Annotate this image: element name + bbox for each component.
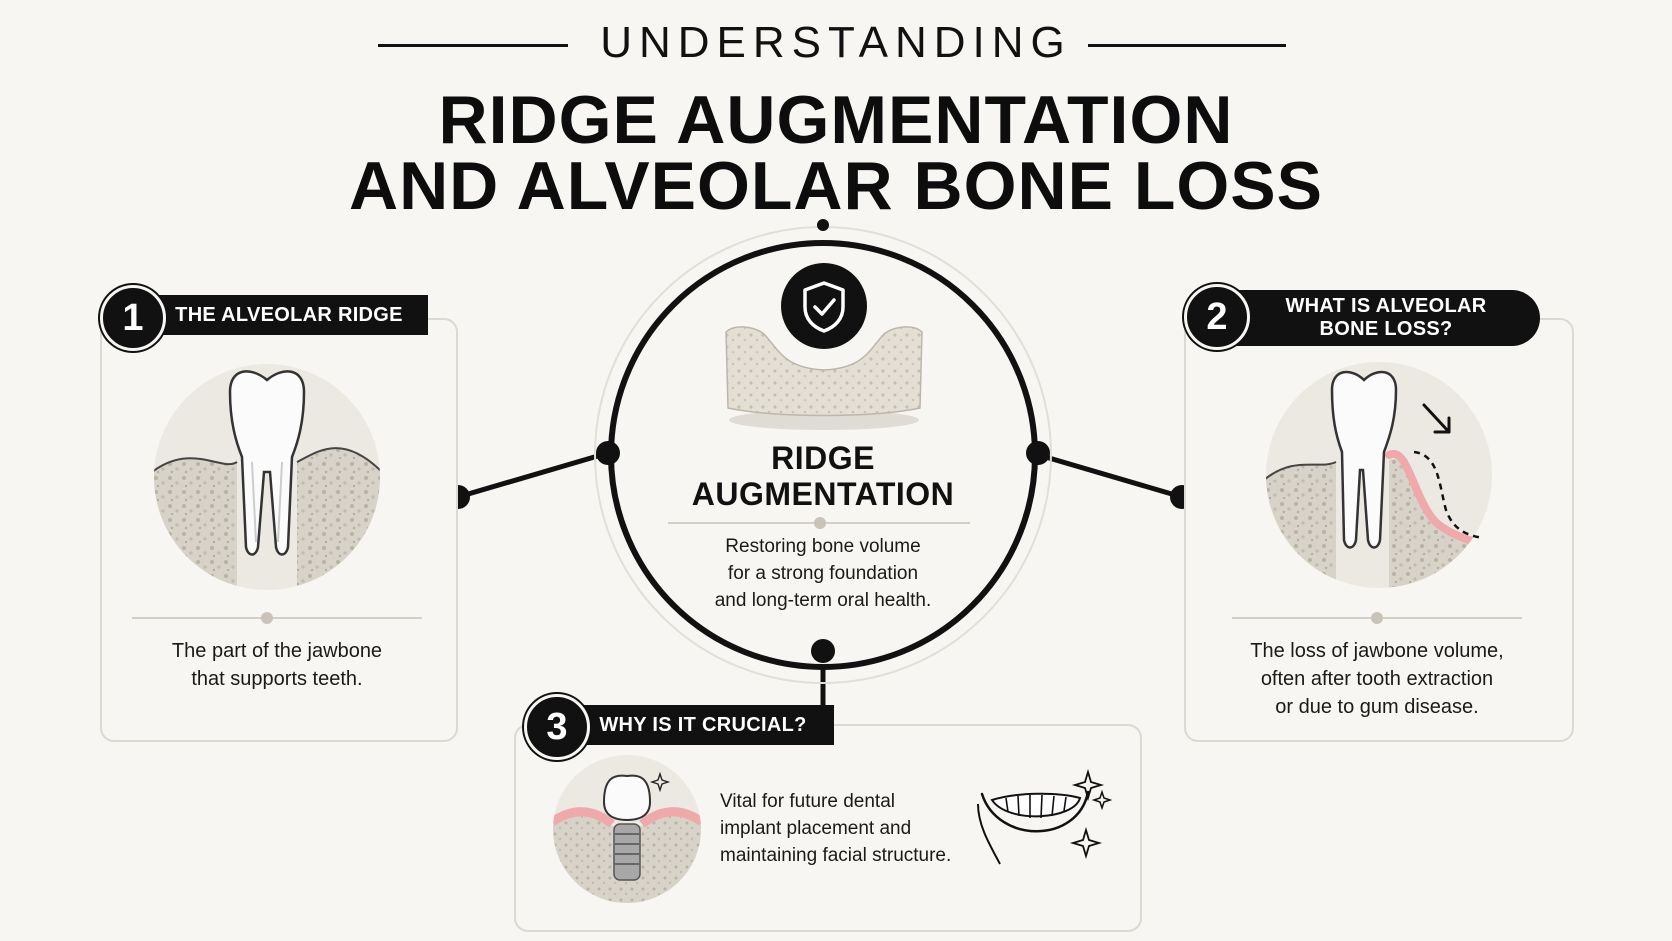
center-desc-line2: for a strong foundation — [727, 563, 919, 584]
shield-check-icon — [803, 281, 845, 333]
card2-title-line1: WHAT IS ALVEOLAR — [1285, 295, 1487, 317]
card1-desc-line1: The part of the jawbone — [171, 640, 383, 662]
smile-icon — [977, 768, 1113, 865]
card3-title: WHY IS IT CRUCIAL? — [572, 705, 834, 745]
card3-desc-line3: maintaining facial structure. — [720, 845, 952, 866]
center-title-line1: RIDGE — [771, 440, 875, 476]
center-desc-line1: Restoring bone volume — [725, 536, 921, 557]
center-description: Restoring bone volume for a strong found… — [653, 533, 993, 614]
page-title-line1: RIDGE AUGMENTATION — [438, 82, 1234, 158]
page-title-line2: AND ALVEOLAR BONE LOSS — [348, 148, 1324, 224]
dental-implant-icon — [553, 755, 701, 903]
bone-loss-icon — [1266, 362, 1492, 588]
card1-title: THE ALVEOLAR RIDGE — [150, 295, 428, 335]
center-title-line2: AUGMENTATION — [691, 476, 955, 512]
tooth-in-bone-icon — [154, 364, 380, 590]
card2-desc-line3: or due to gum disease. — [1275, 696, 1479, 718]
card2-desc-line2: often after tooth extraction — [1260, 668, 1494, 690]
card3-desc-line1: Vital for future dental — [720, 791, 895, 812]
card3-number: 3 — [524, 694, 590, 760]
header-kicker: UNDERSTANDING — [600, 18, 1072, 67]
card1-divider — [132, 617, 422, 619]
card3-description: Vital for future dental implant placemen… — [720, 788, 990, 869]
center-circle — [594, 219, 1052, 684]
card1-desc-line2: that supports teeth. — [191, 668, 363, 690]
card1-number: 1 — [100, 285, 166, 351]
center-divider-dot — [814, 517, 826, 529]
card1-description: The part of the jawbone that supports te… — [110, 637, 444, 693]
card2-description: The loss of jawbone volume, often after … — [1194, 637, 1560, 721]
card1-divider-dot — [261, 612, 273, 624]
center-desc-line3: and long-term oral health. — [714, 590, 932, 611]
shield-badge — [781, 263, 867, 349]
card2-divider-dot — [1371, 612, 1383, 624]
card2-title: WHAT IS ALVEOLAR BONE LOSS? — [1232, 290, 1540, 346]
center-title: RIDGE AUGMENTATION — [623, 440, 1023, 512]
card2-number: 2 — [1184, 284, 1250, 350]
card3-desc-line2: implant placement and — [720, 818, 912, 839]
card2-desc-line1: The loss of jawbone volume, — [1250, 640, 1504, 662]
card2-title-line2: BONE LOSS? — [1319, 318, 1453, 340]
header-rule-left — [378, 44, 568, 47]
header-rule-right — [1088, 44, 1286, 47]
bone-graft-icon — [725, 326, 923, 430]
